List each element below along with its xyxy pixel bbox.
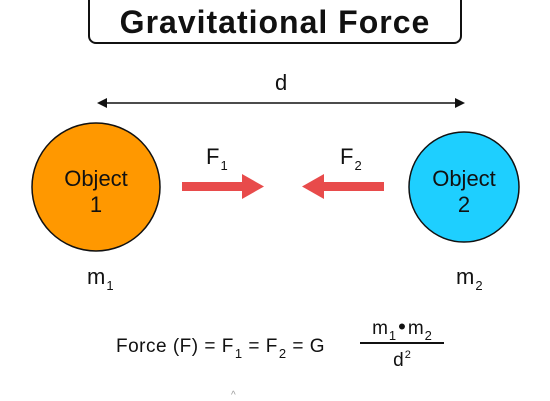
mass-2-symbol: m [456,264,475,289]
mass-1-label: m1 [87,264,114,293]
force-1-arrow [182,174,264,199]
denominator-exponent: 2 [404,349,411,361]
formula-mid: = F [242,336,278,357]
force-2-subscript: 2 [354,158,362,173]
numerator-m2: m [407,318,424,339]
formula-sub1: 1 [234,346,243,361]
force-2-arrow [302,174,384,199]
numerator-m2-sub: 2 [424,328,432,343]
force-2-label: F2 [340,144,362,173]
mass-2-subscript: 2 [475,278,483,293]
object-2-label-line2: 2 [457,192,471,217]
object-2-label-line1: Object [432,166,496,191]
title-box: Gravitational Force [88,0,462,44]
mass-1-symbol: m [87,264,106,289]
fraction-bar [360,342,444,344]
mass-1-subscript: 1 [106,278,114,293]
formula-fraction: m1•m2 d2 [360,314,444,372]
object-1-label-line2: 1 [89,192,103,217]
formula-rhs: = G [286,336,326,357]
force-2-symbol: F [340,144,354,169]
force-1-subscript: 1 [220,158,228,173]
object-2-label: Object 2 [414,166,514,218]
force-1-label: F1 [206,144,228,173]
numerator-m1: m [372,318,388,339]
force-1-symbol: F [206,144,220,169]
object-2-circle [408,131,520,243]
formula-equation: Force (F) = F1 = F2 = G [116,336,326,361]
object-1-label-line1: Object [64,166,128,191]
numerator-m1-sub: 1 [388,328,397,343]
formula-sub2: 2 [278,346,287,361]
object-1-circle [31,122,161,252]
fraction-denominator: d2 [360,349,444,372]
distance-label: d [275,70,288,95]
multiply-dot: • [398,314,406,339]
page-title: Gravitational Force [119,3,431,40]
mass-2-label: m2 [456,264,483,293]
object-1-label: Object 1 [46,166,146,218]
distance-arrow [97,98,465,108]
denominator-d: d [393,350,404,371]
fraction-numerator: m1•m2 [360,314,444,343]
caret-mark: ^ [231,390,236,401]
formula-lhs: Force (F) = F [116,336,234,357]
